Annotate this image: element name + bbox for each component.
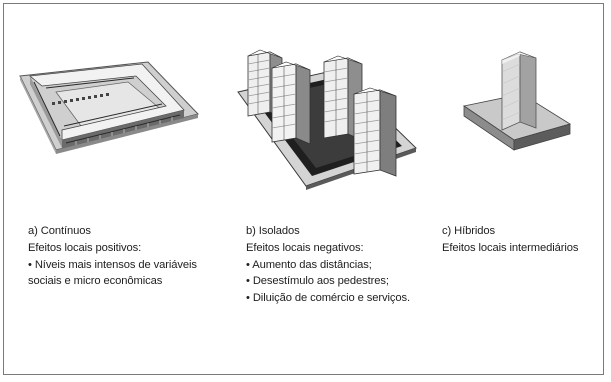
caption-title: a) Contínuos [28, 225, 91, 237]
caption-effect: Efeitos locais positivos: [28, 241, 142, 254]
caption-bullet: • Desestímulo aos pedestres; [246, 275, 389, 288]
tower-on-podium-icon [462, 51, 571, 151]
caption-bullet: sociais e micro econômicas [28, 275, 163, 288]
caption-title: c) Híbridos [442, 225, 495, 237]
isolated-towers-icon [237, 49, 417, 190]
caption-effect: Efeitos locais intermediários [442, 241, 579, 254]
perimeter-block-building-icon [19, 61, 199, 154]
figure-frame: a) Contínuos Efeitos locais positivos: •… [3, 3, 604, 375]
caption-bullet: • Aumento das distâncias; [246, 258, 372, 271]
caption-effect: Efeitos locais negativos: [246, 241, 364, 254]
caption-title: b) Isolados [246, 225, 300, 237]
caption-bullet: • Diluição de comércio e serviços. [246, 292, 411, 305]
caption-bullet: • Níveis mais intensos de variáveis [28, 258, 197, 271]
caption-isolated: b) Isolados Efeitos locais negativos: • … [246, 223, 410, 307]
caption-continuous: a) Contínuos Efeitos locais positivos: •… [28, 223, 197, 290]
caption-hybrid: c) Híbridos Efeitos locais intermediário… [442, 223, 578, 257]
